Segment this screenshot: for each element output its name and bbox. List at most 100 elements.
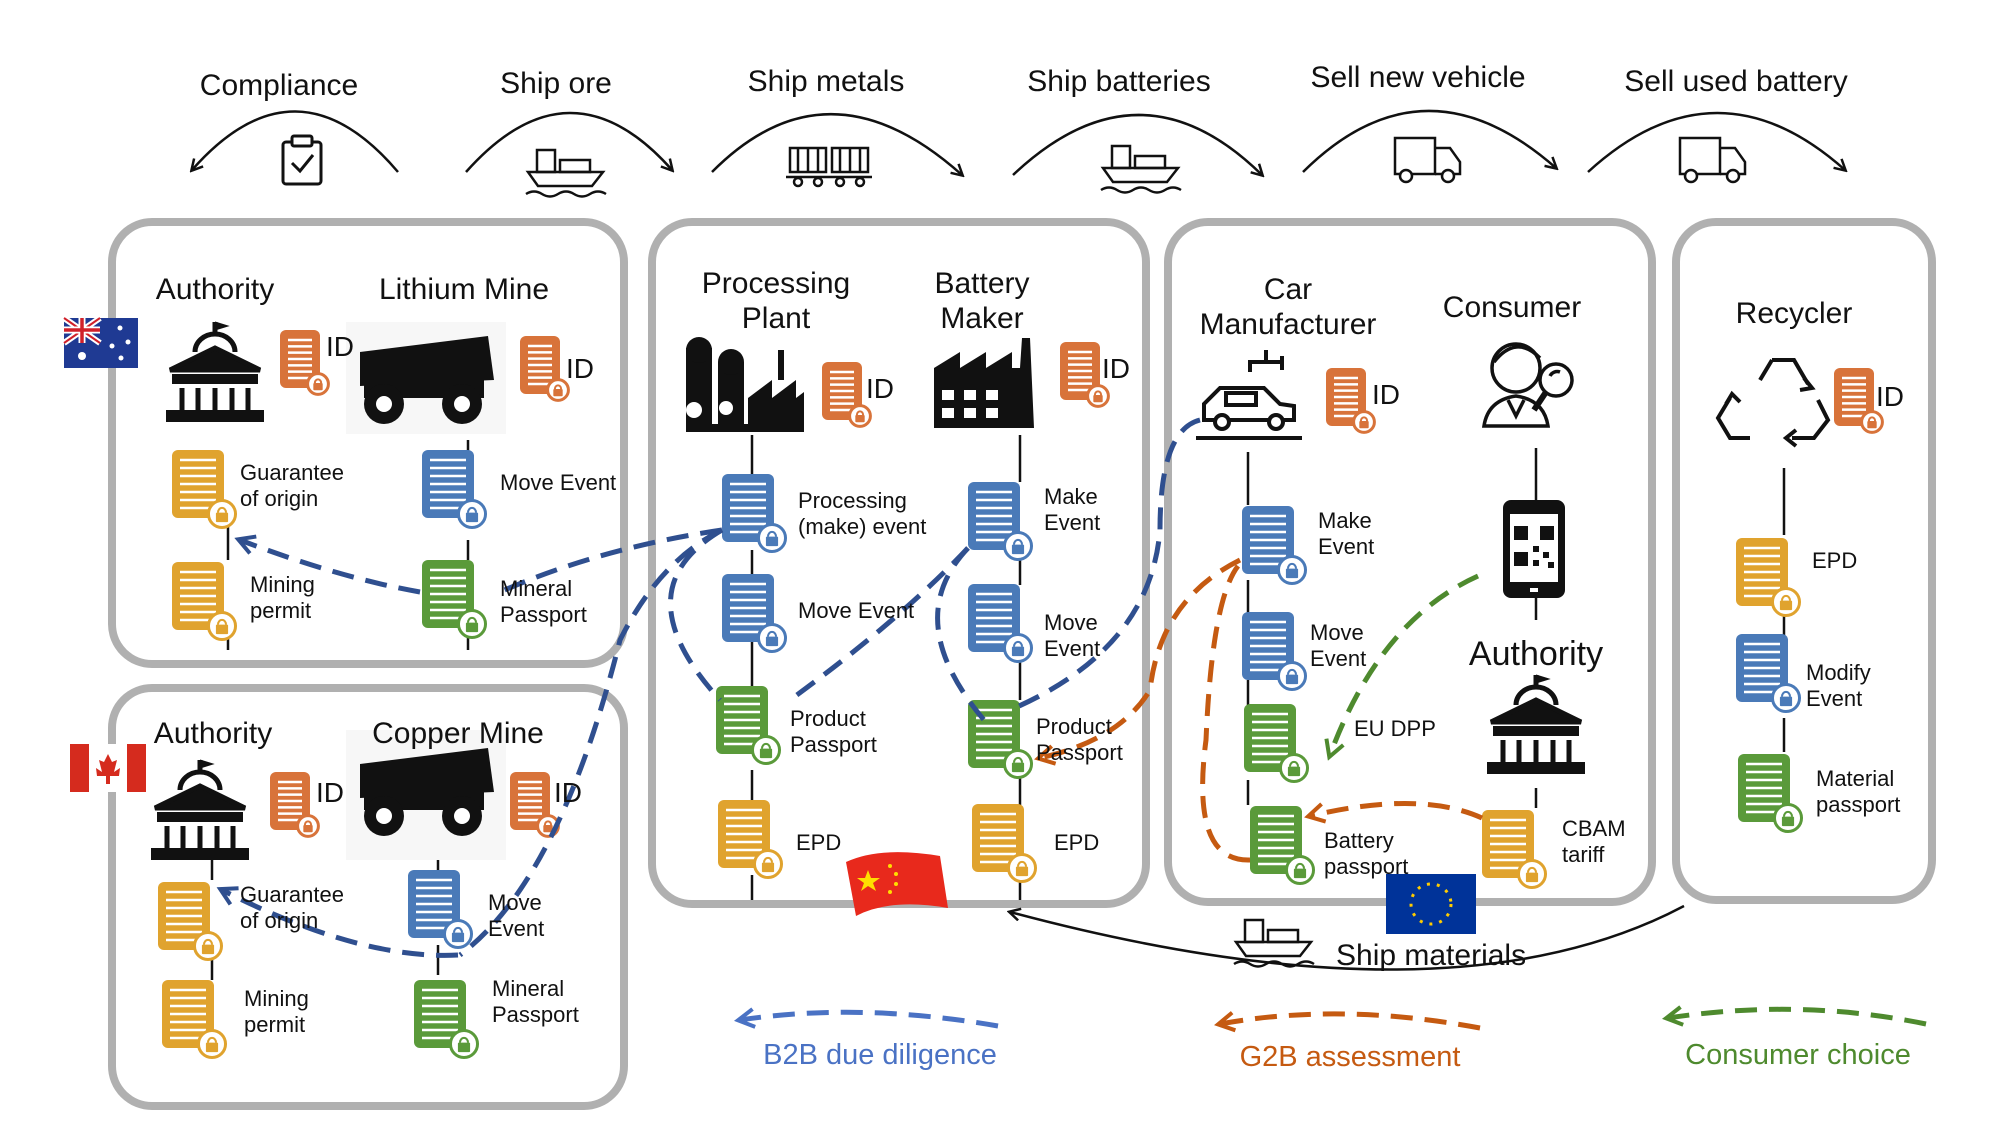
doc-label-cm-dpp: EU DPP (1354, 716, 1436, 741)
clipboard-check-icon (281, 134, 323, 186)
doc-label-li-move: Move Event (500, 470, 617, 495)
id-label-recycler: ID (1876, 381, 1904, 412)
arc-sell-used-battery (1587, 111, 1845, 173)
mining-truck-icon (346, 730, 506, 860)
step-label-ship-ore: Ship ore (500, 67, 612, 100)
flow-cm-to-bm (1009, 417, 1201, 713)
recycle-icon (1715, 358, 1831, 448)
id-authority-au-icon (280, 330, 330, 396)
id-label-car-manufacturer: ID (1372, 379, 1400, 410)
australia-flag (62, 315, 138, 368)
actor-lithium-mine: Lithium Mine (378, 273, 550, 306)
cargo-ship-icon (1100, 144, 1182, 194)
doc-icon-cm-battery (1250, 806, 1316, 886)
delivery-truck-icon (1678, 136, 1747, 184)
legend-arrow-b2b (740, 1012, 999, 1026)
frame-australia (108, 218, 628, 668)
doc-label-bm-epd: EPD (1054, 830, 1100, 855)
doc-icon-ca-guarantee (158, 882, 224, 962)
doc-icon-cm-make (1242, 506, 1308, 586)
doc-icon-pp-make (722, 474, 788, 554)
doc-icon-pp-move (722, 574, 788, 654)
id-car-manufacturer-icon (1326, 368, 1376, 434)
id-label-processing-plant: ID (866, 373, 894, 404)
id-label-copper-mine: ID (554, 777, 582, 808)
legend-arrow-g2b (1220, 1014, 1481, 1028)
flow-bm-to-pp (788, 546, 970, 703)
mining-truck-icon (346, 322, 506, 434)
doc-icon-pp-passport (716, 686, 782, 766)
g2b-flows (1040, 557, 1484, 863)
doc-icon-cm-move (1242, 612, 1308, 692)
consumer-flows (1330, 573, 1480, 755)
frame-canada (108, 684, 628, 1110)
china-flag (846, 852, 948, 916)
refinery-icon (686, 337, 804, 432)
flow-pp-to-li (498, 527, 723, 595)
government-building-icon (1487, 674, 1585, 774)
id-processing-plant-icon (822, 362, 872, 428)
step-label-sell-new-vehicle: Sell new vehicle (1310, 61, 1526, 94)
cargo-ship-icon (525, 148, 607, 198)
b2b-flows (222, 417, 1201, 958)
doc-icon-bm-epd (972, 804, 1038, 884)
doc-icon-au-guarantee (172, 450, 238, 530)
actor-copper-mine: Copper Mine (372, 717, 544, 750)
doc-icon-rc-epd (1736, 538, 1802, 618)
flow-pp-to-cu (458, 527, 724, 957)
factory-icon (934, 338, 1034, 428)
frames (108, 218, 1936, 1110)
frame-recycler (1672, 218, 1936, 904)
documents (158, 330, 1884, 1060)
doc-label-pp-make: Processing(make) event (798, 488, 927, 539)
id-label-authority-ca: ID (316, 777, 344, 808)
legend-g2b: G2B assessment (1239, 1041, 1461, 1073)
step-label-sell-used-battery: Sell used battery (1624, 65, 1848, 98)
id-label-authority-au: ID (326, 331, 354, 362)
actor-consumer: Consumer (1442, 291, 1582, 324)
eu-flag (1386, 874, 1476, 934)
arc-sell-new-vehicle (1302, 109, 1556, 173)
doc-icon-cm-dpp (1244, 704, 1310, 784)
flow-battery-loop (1200, 564, 1251, 863)
government-building-icon (166, 321, 264, 422)
id-battery-maker-icon (1060, 342, 1110, 408)
actor-authority-au: Authority (155, 273, 275, 306)
canada-flag (70, 744, 146, 792)
doc-icon-pp-epd (718, 800, 784, 880)
government-building-icon (151, 759, 249, 860)
id-copper-mine-icon (510, 772, 560, 838)
ship-materials-arrow (1010, 904, 1685, 971)
arc-ship-metals (711, 113, 962, 175)
doc-icon-eu-cbam (1482, 810, 1548, 890)
flow-consumer-to-dpp (1330, 573, 1480, 755)
smartphone-qr-icon (1503, 500, 1565, 598)
doc-icon-bm-move (968, 584, 1034, 664)
doc-icon-ca-permit (162, 980, 228, 1060)
freight-train-icon (786, 146, 872, 188)
flow-cu-to-ca (222, 890, 459, 958)
flow-li-to-au (240, 540, 421, 595)
doc-icon-rc-material (1738, 754, 1804, 834)
delivery-truck-icon (1393, 136, 1462, 184)
doc-icon-rc-modify (1736, 634, 1802, 714)
flow-pp-loop (668, 527, 724, 702)
car-assembly-icon (1196, 350, 1302, 440)
arc-ship-batteries (1012, 113, 1262, 175)
flow-bm-loop (935, 546, 986, 722)
id-authority-ca-icon (270, 772, 320, 838)
